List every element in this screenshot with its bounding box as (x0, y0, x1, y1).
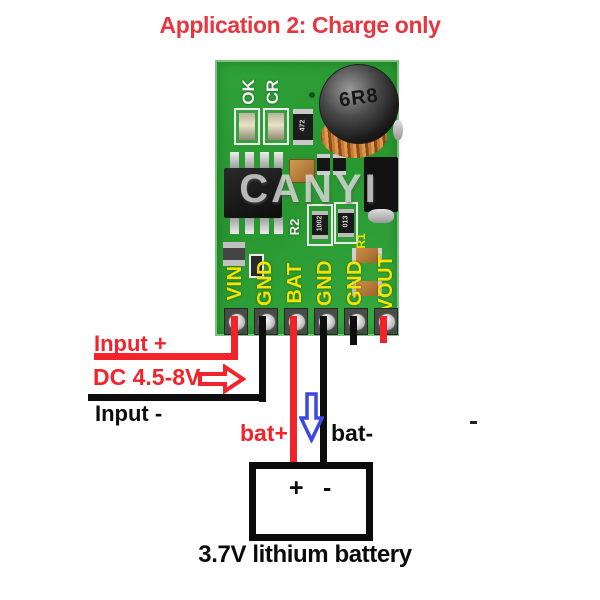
resistor-472 (293, 109, 313, 145)
brand-watermark: CANYI (239, 167, 379, 211)
chip-pin (260, 217, 269, 234)
bat-minus-label: bat- (331, 420, 374, 446)
wire-input-plus-horizontal (94, 353, 238, 360)
stray-mark (470, 421, 477, 424)
input-resistor (223, 242, 245, 266)
input-plus-label: Input + (94, 331, 167, 356)
chip-pin (274, 217, 283, 234)
output-capacitor (352, 248, 382, 263)
chip-pin (245, 217, 254, 234)
inductor: 6R8 (319, 64, 399, 144)
resistor-013-outline (334, 202, 358, 244)
resistor-013 (338, 209, 354, 237)
wire-input-plus-vertical (231, 316, 238, 360)
inductor-marking: 6R8 (337, 84, 381, 112)
chip-pin (245, 152, 254, 169)
wire-input-minus-vertical (259, 316, 266, 402)
page-title: Application 2: Charge only (159, 12, 441, 38)
via-hole (309, 92, 315, 98)
chip-pin (230, 217, 239, 234)
solder-blob (393, 120, 403, 140)
output-capacitor (352, 281, 382, 296)
wire-bat-minus (320, 316, 327, 472)
led-ok-label: OK (239, 79, 258, 105)
r2-ref-label: R2 (287, 218, 302, 236)
resistor-1002 (312, 211, 328, 239)
input-minus-label: Input - (95, 401, 163, 426)
soic-chip (224, 168, 282, 218)
bat-plus-label: bat+ (240, 420, 288, 446)
wire-bat-plus (290, 316, 297, 470)
led-chip (268, 113, 284, 140)
arrow-right-icon (198, 364, 246, 394)
wire-gnd-stub (350, 316, 357, 345)
solder-pad (368, 209, 394, 223)
arrow-down-icon (299, 392, 324, 443)
smd-component (317, 154, 330, 175)
ok-led (234, 108, 260, 145)
battery-caption: 3.7V lithium battery (198, 541, 412, 568)
chip-pin (260, 152, 269, 169)
led-chip (239, 113, 255, 140)
transistor (364, 157, 398, 212)
through-hole-pad-gnd1 (254, 308, 278, 335)
supply-range-label: DC 4.5-8V (93, 364, 201, 390)
resistor-472-marking: 472 (299, 119, 307, 132)
resistor-1002-outline (307, 204, 333, 246)
smd-component (249, 254, 264, 278)
battery-box: + - (249, 462, 373, 541)
resistor-1002-marking: 1002 (316, 215, 324, 232)
pcb-photo: OK CR 472 6R8 R2 (215, 60, 403, 336)
chip-pin (230, 152, 239, 169)
cr-led (263, 108, 289, 145)
battery-plus-terminal: + (289, 474, 304, 502)
led-cr-label: CR (263, 79, 282, 105)
tantalum-capacitor (289, 159, 315, 183)
chip-pin (274, 152, 283, 169)
battery-minus-terminal: - (323, 474, 332, 502)
wire-vout-stub (380, 316, 387, 343)
wire-input-minus-horizontal (88, 394, 266, 401)
